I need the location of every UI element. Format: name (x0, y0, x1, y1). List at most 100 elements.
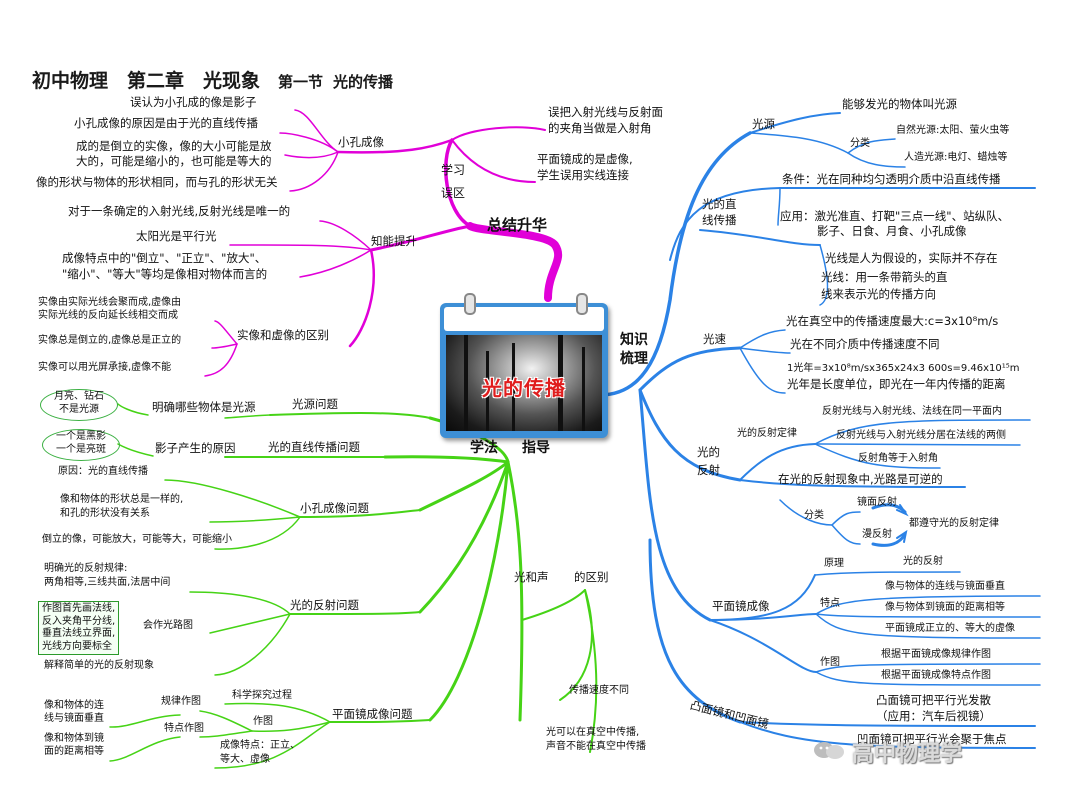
node-parallel: 太阳光是平行光 (136, 229, 217, 243)
connector-line (739, 347, 786, 394)
section-topic: 光的传播 (333, 73, 394, 91)
node-application: 影子、日食、月食、小孔成像 (817, 224, 967, 238)
node-drawing: 作图 (253, 716, 273, 727)
node-ray: 线来表示光的传播方向 (821, 287, 936, 301)
connector-line (117, 443, 154, 457)
connector-line (211, 343, 238, 349)
connector-line (638, 346, 742, 392)
connector-line (648, 538, 742, 724)
node-straight-a: 光的直 (702, 197, 737, 211)
node-shape: 和孔的形状没有关系 (60, 508, 150, 519)
node-mirror-refl: 镜面反射 (857, 497, 897, 508)
connector-line (214, 721, 331, 769)
connector-line (199, 710, 253, 732)
node-feature: 特点 (820, 598, 840, 609)
node-law-draw: 规律作图 (161, 696, 201, 707)
connector-line (466, 222, 563, 302)
node-straight-b: 线传播 (702, 213, 737, 227)
connector-line (814, 419, 1031, 445)
pinhole-item: 大的，可能是缩小的，也可能是等大的 (76, 154, 272, 168)
connector-line (299, 249, 372, 278)
forest-light-image (446, 335, 602, 431)
pinhole-item: 误认为小孔成的像是影子 (130, 95, 257, 109)
connector-line (224, 702, 331, 723)
node-vacuum: 光可以在真空中传播, (546, 727, 640, 738)
node-image-feature: 等大、虚像 (220, 754, 270, 765)
connector-line (598, 131, 752, 397)
node-lightyear: 光年是长度单位，即光在一年内传播的距离 (787, 377, 1006, 391)
chapter-title: 初中物理 第二章 光现象 (32, 70, 261, 92)
node-angle: 误把入射光线与反射面 (548, 105, 663, 119)
pinhole-item: 小孔成像的原因是由于光的直线传播 (74, 116, 258, 130)
node-reflection-b: 反射 (697, 463, 720, 477)
connector-line (383, 455, 510, 464)
node-feature: "缩小"、"等大"等均是像相对物体而言的 (62, 267, 268, 281)
node-application: 应用：激光准直、打靶"三点一线"、站纵队、 (780, 209, 1010, 223)
node-law: 光的反射定律 (737, 428, 797, 439)
node-xuexi: 学习 (441, 163, 466, 177)
connector-line (739, 347, 791, 354)
center-node: 光的传播 (440, 293, 608, 438)
watermark: 高中物理学 (812, 734, 1062, 767)
oval-note: 月亮、钻石不是光源 (40, 389, 118, 421)
connector-line (815, 613, 1041, 639)
calendar-ring-icon (464, 293, 476, 315)
connector-line (319, 220, 372, 251)
rv-item: 实像总是倒立的,虚像总是正立的 (38, 335, 182, 346)
connector-line (294, 109, 339, 153)
node-speed-diff: 传播速度不同 (569, 685, 629, 696)
node-diffuse: 漫反射 (862, 529, 892, 540)
connector-line (709, 619, 817, 673)
node-vacuum: 声音不能在真空中传播 (546, 741, 646, 752)
connector-line (638, 388, 742, 482)
node-img-rule: 面的距离相等 (44, 746, 104, 757)
connector-line (164, 479, 301, 518)
node-law-item: 反射角等于入射角 (858, 453, 938, 464)
node-diff-speed: 光在不同介质中传播速度不同 (790, 337, 940, 351)
connector-line (289, 151, 339, 192)
node-shape: 像和物体的形状总是一样的, (60, 494, 184, 505)
connector-line (506, 460, 524, 722)
node-real-virtual: 实像和虚像的区别 (237, 328, 329, 342)
connector-line (418, 460, 510, 614)
connector-line (224, 414, 271, 419)
connector-line (444, 138, 472, 228)
node-feature: 成像特点中的"倒立"、"正立"、"放大"、 (62, 251, 267, 265)
connector-line (847, 138, 896, 154)
node-law: 两角相等,三线共面,法居中间 (44, 577, 171, 588)
node-ray: 光线是人为假设的，实际并不存在 (825, 251, 998, 265)
node-lightyear: 1光年=3x10⁸m/sx365x24x3 600s=9.46x10¹⁵m (787, 363, 1020, 374)
connector-line (289, 611, 421, 615)
connector-line (329, 719, 431, 723)
node-classify: 分类 (850, 138, 870, 149)
node-condition: 条件：光在同种均匀透明介质中沿直线传播 (782, 172, 1001, 186)
node-feature-item: 像与物体到镜面的距离相等 (885, 602, 1005, 613)
wechat-icon (814, 742, 844, 759)
connector-line (117, 403, 149, 416)
branch-knowledge-b: 梳理 (620, 351, 648, 367)
node-reflect-question: 光的反射问题 (290, 598, 359, 612)
page-title: 初中物理 第二章 光现象第一节光的传播 (32, 66, 393, 93)
connector-line (284, 151, 339, 159)
connector-line (814, 443, 1021, 446)
connector-line (428, 460, 510, 722)
node-explain: 解释简单的光的反射现象 (44, 660, 154, 671)
node-img-rule: 线与镜面垂直 (44, 713, 104, 724)
rv-item: 实像由实际光线会聚而成,虚像由 (38, 297, 182, 308)
node-mirror-misconception: 学生误用实线连接 (537, 168, 629, 182)
node-draw: 作图 (820, 657, 840, 668)
node-convex: （应用：汽车后视镜） (876, 709, 991, 723)
node-straight-question: 光的直线传播问题 (268, 440, 360, 454)
connector-line (229, 244, 372, 251)
node-sound-a: 光和声 (514, 570, 549, 584)
connector-line (584, 589, 598, 753)
rv-item: 实际光线的反向延长线相交而成 (38, 310, 178, 321)
watermark-text: 高中物理学 (852, 742, 963, 767)
node-img-rule: 像和物体到镜 (44, 733, 104, 744)
node-source-question: 光源问题 (292, 397, 338, 411)
node-speed: 光速 (703, 332, 726, 346)
node-classify2: 分类 (804, 510, 824, 521)
connector-line (214, 613, 291, 676)
connector-line (831, 511, 861, 526)
connector-line (451, 126, 546, 141)
